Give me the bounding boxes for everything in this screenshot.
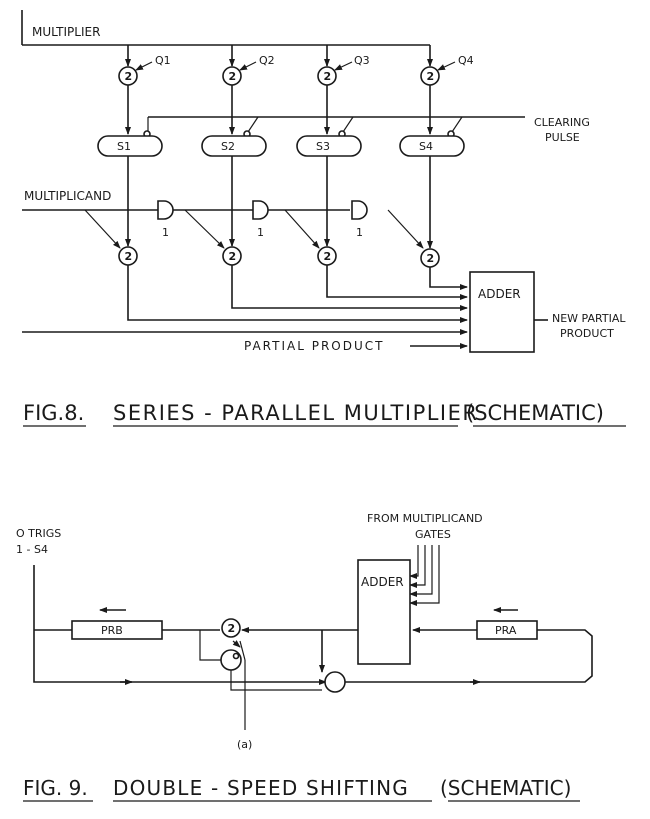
top-gate-3: 2 — [317, 66, 337, 86]
or-node-lower — [324, 671, 346, 693]
q4-label: Q4 — [458, 54, 474, 67]
fig8-caption-schematic: (SCHEMATIC) — [466, 401, 604, 425]
q-inputs — [135, 61, 456, 71]
gate-2: 2 — [222, 246, 242, 266]
svg-text:2: 2 — [229, 250, 237, 263]
clearing-label-1: CLEARING — [534, 116, 590, 129]
svg-text:PRB: PRB — [101, 624, 123, 637]
multiplicand-label: MULTIPLICAND — [24, 189, 111, 203]
svg-text:1: 1 — [257, 226, 264, 239]
svg-text:S1: S1 — [117, 140, 131, 153]
fig9-caption-number: FIG. 9. — [23, 776, 88, 800]
from-gates-label-2: GATES — [415, 528, 451, 541]
clearing-pulse-taps — [143, 116, 463, 138]
svg-text:ADDER: ADDER — [361, 575, 404, 589]
svg-text:2: 2 — [427, 252, 435, 265]
gate-to-store-wires — [125, 85, 433, 135]
gate-fig9: 2 — [221, 618, 241, 638]
svg-text:2: 2 — [324, 250, 332, 263]
clearing-label-2: PULSE — [545, 131, 580, 144]
svg-text:2: 2 — [228, 622, 236, 635]
svg-text:S3: S3 — [316, 140, 330, 153]
multiplier-drops — [125, 45, 433, 67]
gate-1: 2 — [118, 246, 138, 266]
delay-1: 1 — [157, 200, 174, 239]
input-a-label: (a) — [237, 738, 252, 751]
gate-4: 2 — [420, 248, 440, 268]
svg-text:PRA: PRA — [495, 624, 517, 637]
svg-text:2: 2 — [229, 70, 237, 83]
fig9-diagram: O TRIGS 1 - S4 FROM MULTIPLICAND GATES A… — [16, 512, 593, 802]
store-to-gate-wires — [125, 156, 433, 249]
svg-text:2: 2 — [324, 70, 332, 83]
fig9-caption-schematic: (SCHEMATIC) — [440, 776, 571, 800]
main-shift-path — [33, 565, 477, 633]
svg-text:2: 2 — [125, 70, 133, 83]
to-trigs-label-2: 1 - S4 — [16, 543, 48, 556]
or-node-upper — [220, 649, 242, 671]
multiplier-label: MULTIPLIER — [32, 25, 100, 39]
adder-fig8: ADDER — [469, 271, 535, 353]
top-gate-2: 2 — [222, 66, 242, 86]
multiplicand-gate-inputs — [409, 545, 440, 606]
gate-3: 2 — [317, 246, 337, 266]
svg-text:S4: S4 — [419, 140, 433, 153]
q3-label: Q3 — [354, 54, 370, 67]
svg-text:1: 1 — [356, 226, 363, 239]
fig9-caption-title: DOUBLE - SPEED SHIFTING — [113, 776, 409, 800]
fig8-caption-number: FIG.8. — [23, 401, 84, 425]
q2-label: Q2 — [259, 54, 275, 67]
delay-2: 1 — [252, 200, 269, 239]
fig8-diagram: MULTIPLIER 2 2 2 2 — [21, 10, 626, 427]
store-s1: S1 — [97, 135, 163, 157]
store-s4: S4 — [399, 135, 465, 157]
q1-label: Q1 — [155, 54, 171, 67]
to-trigs-label-1: O TRIGS — [16, 527, 61, 540]
new-partial-label-1: NEW PARTIAL — [552, 312, 626, 325]
gate-wiring — [199, 630, 322, 730]
svg-text:2: 2 — [427, 70, 435, 83]
partial-product-label: PARTIAL PRODUCT — [244, 339, 384, 353]
register-pra: PRA — [476, 620, 538, 640]
top-gate-1: 2 — [118, 66, 138, 86]
store-s2: S2 — [201, 135, 267, 157]
svg-text:1: 1 — [162, 226, 169, 239]
svg-text:ADDER: ADDER — [478, 287, 521, 301]
store-s3: S3 — [296, 135, 362, 157]
return-loop — [33, 629, 593, 685]
delay-3: 1 — [351, 200, 368, 239]
top-gate-4: 2 — [420, 66, 440, 86]
register-prb: PRB — [71, 620, 163, 640]
adder-fig9: ADDER — [357, 559, 411, 665]
svg-text:2: 2 — [125, 250, 133, 263]
multiplicand-feeds — [84, 209, 424, 249]
svg-text:S2: S2 — [221, 140, 235, 153]
new-partial-label-2: PRODUCT — [560, 327, 614, 340]
fig8-caption-title: SERIES - PARALLEL MULTIPLIER — [113, 401, 478, 425]
adder-input-wires — [22, 265, 468, 349]
from-gates-label-1: FROM MULTIPLICAND — [367, 512, 483, 525]
